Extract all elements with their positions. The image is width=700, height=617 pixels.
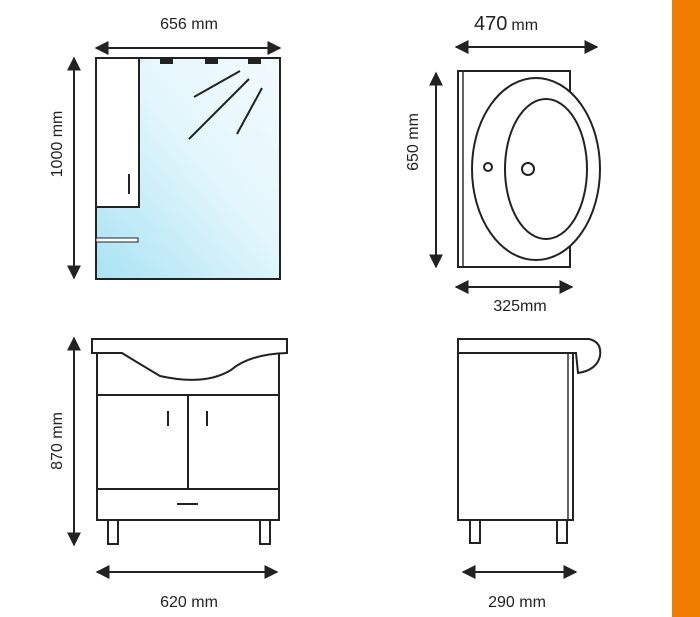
mirror-height-label: 1000 mm: [49, 111, 66, 178]
vanity-width-label: 620 mm: [160, 594, 218, 611]
vanity-left-leg: [107, 519, 119, 545]
accent-bar: [672, 0, 700, 617]
side-basin-top: [457, 338, 602, 375]
mirror-side-cabinet: [95, 57, 140, 208]
vanity-height-label: 870 mm: [49, 412, 66, 470]
mirror-glint-1: [193, 70, 241, 98]
mirror-cabinet-view: 656 mm 1000 mm: [49, 16, 282, 280]
basin-height-label: 650 mm: [405, 113, 422, 171]
vanity-basin-top: [91, 338, 288, 381]
basin-drain: [521, 162, 535, 176]
basin-tap-hole: [483, 162, 493, 172]
mirror-width-label: 656 mm: [160, 16, 218, 33]
mirror-glint-3: [236, 87, 263, 135]
vanity-side-view: 290 mm: [457, 338, 602, 611]
mirror-glint-2: [188, 78, 250, 140]
basin-width-number: 470: [474, 13, 507, 35]
vanity-front-view: 870 mm 620 mm: [49, 336, 288, 611]
vanity-right-leg: [259, 519, 271, 545]
mirror-light-3: [248, 59, 261, 64]
mirror-light-2: [205, 59, 218, 64]
basin-width-unit: mm: [511, 17, 538, 34]
side-back-leg: [556, 519, 568, 544]
side-depth-label: 290 mm: [488, 594, 546, 611]
mirror-light-1: [160, 59, 173, 64]
basin-depth-label: 325mm: [493, 298, 546, 315]
mirror-shelf: [95, 237, 139, 243]
basin-bowl: [504, 98, 588, 240]
side-front-leg: [469, 519, 481, 544]
side-cabinet-body: [457, 352, 574, 521]
